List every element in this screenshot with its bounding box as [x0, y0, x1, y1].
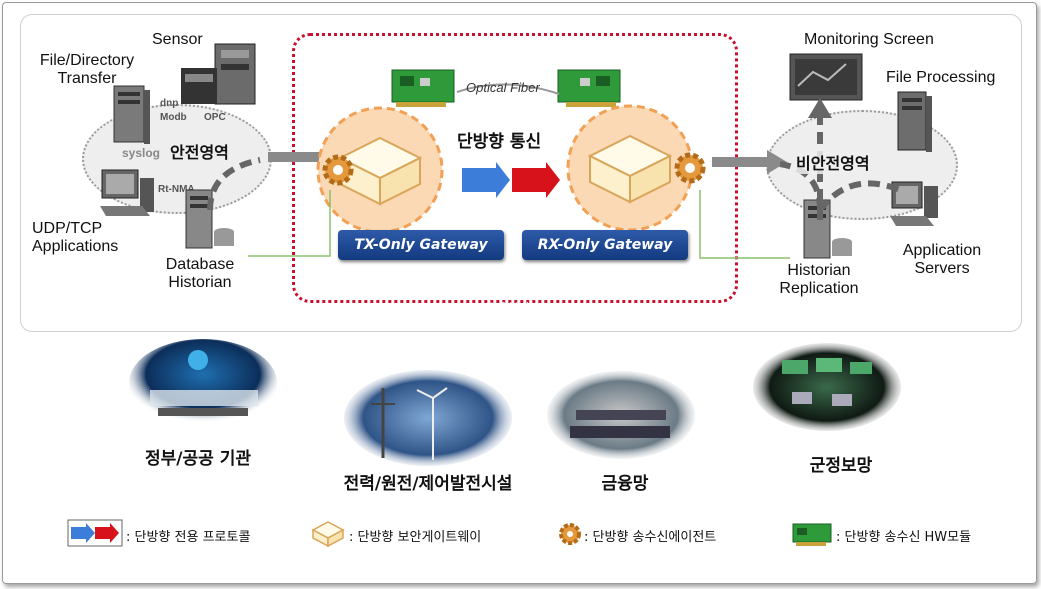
gear-icon — [559, 523, 581, 545]
protocol-modb: Modb — [160, 112, 187, 123]
file-server-icon — [897, 91, 932, 152]
safe-zone-flow-arrow — [207, 157, 261, 211]
double-arrow-icon — [67, 519, 123, 547]
outbound-arrow — [712, 150, 787, 174]
safe-zone-label: 안전영역 — [170, 143, 229, 162]
legend-hw-label: : 단방향 송수신 HW모듈 — [836, 530, 972, 545]
rx-only-gateway-badge: RX-Only Gateway — [522, 230, 688, 260]
hw-card-icon — [792, 523, 832, 546]
application-server-icon — [890, 181, 938, 226]
power-plant-photo — [344, 370, 512, 466]
application-label-military: 군정보망 — [809, 456, 873, 476]
gateway-boundary — [292, 33, 738, 303]
sensor-device-icon — [181, 43, 256, 105]
rx-hw-card-icon — [557, 69, 621, 107]
workstation-icon — [100, 169, 154, 216]
military-photo — [753, 343, 901, 431]
legend-agent-label: : 단방향 송수신에이전트 — [584, 530, 717, 545]
database-server-icon — [185, 189, 234, 249]
legend-gateway-label: : 단방향 보안게이트웨이 — [349, 530, 482, 545]
server-icon — [113, 85, 150, 144]
rx-agent-gear-icon — [674, 152, 706, 184]
gateway-box-icon — [311, 521, 345, 548]
connection-lines — [248, 190, 790, 259]
protocol-opc: OPC — [204, 112, 226, 123]
file-transfer-label: File/Directory Transfer — [39, 52, 135, 87]
monitoring-screen-icon — [789, 53, 863, 101]
optical-fiber-cable — [456, 83, 560, 95]
protocol-syslog: syslog — [122, 146, 161, 160]
application-label-power: 전력/원전/제어발전시설 — [343, 474, 513, 494]
finance-photo — [547, 371, 695, 459]
sensor-label: Sensor — [152, 31, 203, 48]
application-servers-label: Application Servers — [902, 242, 982, 277]
tx-only-gateway-badge: TX-Only Gateway — [338, 230, 504, 260]
one-way-protocol-arrows — [462, 162, 560, 198]
rx-gateway-icon — [566, 104, 694, 232]
protocol-rtnma: Rt-NMA — [158, 184, 195, 195]
one-way-label: 단방향 통신 — [457, 132, 542, 152]
historian-replication-label: Historian Replication — [779, 262, 859, 297]
protocol-dnp: dnp — [160, 98, 179, 109]
udp-tcp-label: UDP/TCP Applications — [32, 220, 119, 255]
unsafe-zone-label: 비안전영역 — [796, 150, 870, 174]
tx-hw-card-icon — [391, 69, 455, 107]
database-historian-label: Database Historian — [165, 256, 235, 291]
government-photo — [129, 339, 277, 427]
legend-protocol-label: : 단방향 전용 프로토콜 — [126, 530, 251, 545]
application-label-government: 정부/공공 기관 — [145, 449, 251, 469]
replication-server-icon — [803, 199, 852, 259]
optical-fiber-label: Optical Fiber — [466, 80, 540, 95]
application-label-finance: 금융망 — [601, 474, 649, 494]
monitoring-screen-label: Monitoring Screen — [804, 31, 934, 48]
file-processing-label: File Processing — [886, 69, 996, 86]
tx-agent-gear-icon — [322, 154, 354, 186]
unsafe-zone-flow-arrows — [779, 98, 902, 220]
application-field-label: 적용분야 — [486, 301, 531, 315]
